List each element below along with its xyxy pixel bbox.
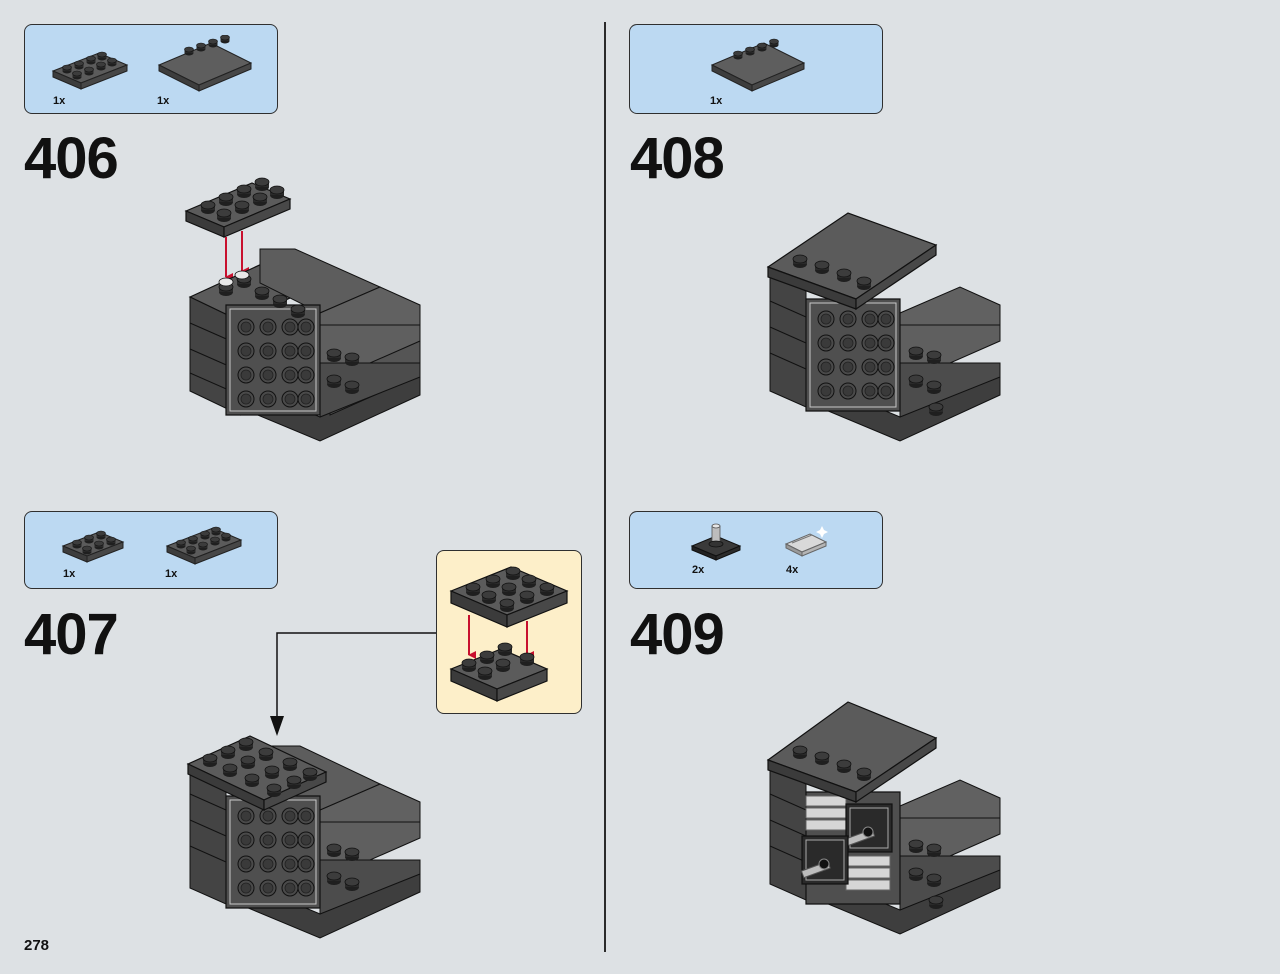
step-407-assembly-illustration (186, 735, 421, 939)
step-number-407: 407 (24, 602, 119, 667)
step-number-408: 408 (630, 126, 725, 191)
page-divider (604, 22, 606, 952)
parts-box-step-409: 2x 4x (629, 511, 883, 589)
tile-4x4-dark-gray-icon (157, 35, 253, 92)
plate-2x4-being-added (184, 177, 292, 238)
parts-box-step-407: 1x 1x (24, 511, 278, 589)
parts-box-step-406: 1x 1x (24, 24, 278, 114)
part-quantity: 1x (53, 95, 66, 107)
part-quantity: 4x (786, 564, 799, 576)
sub-assembly-illustration (449, 566, 569, 702)
plate-2x4-dark-gray-icon (51, 51, 129, 90)
step-408-assembly-illustration (766, 212, 1001, 442)
page-number: 278 (24, 937, 50, 954)
part-quantity: 2x (692, 564, 705, 576)
plate-4x4-dark-gray-icon (710, 38, 806, 92)
step-409-assembly-illustration (766, 701, 1001, 935)
part-quantity: 1x (710, 95, 723, 107)
sub-assembly-callout (436, 550, 582, 714)
part-quantity: 1x (157, 95, 170, 107)
plate-2x2-with-pin (845, 803, 893, 853)
brick-stack (188, 248, 421, 442)
plate-2x2-with-pin-icon (690, 523, 742, 561)
part-quantity: 1x (165, 568, 178, 580)
plate-2x2-with-pin (800, 835, 849, 885)
step-number-406: 406 (24, 126, 119, 191)
parts-box-step-408: 1x (629, 24, 883, 114)
step-number-409: 409 (630, 602, 725, 667)
trans-clear-tile-1x2-icon (784, 526, 828, 557)
step-406-assembly-illustration (184, 177, 421, 442)
plate-2x3-dark-gray-icon (61, 530, 125, 563)
part-quantity: 1x (63, 568, 76, 580)
plate-2x4-dark-gray-icon (165, 526, 243, 565)
